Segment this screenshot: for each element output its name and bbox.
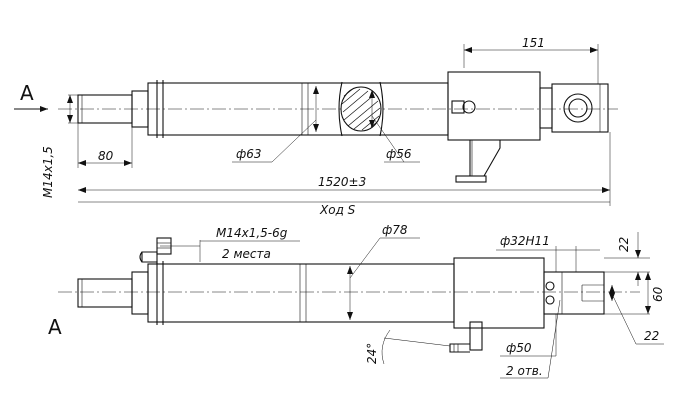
dim-80: 80 (98, 149, 114, 163)
dim-thread-count: 2 места (222, 247, 271, 261)
view-a-label-top: A (20, 81, 34, 105)
dim-angle-24: 24° (365, 343, 379, 364)
dim-d50: ф50 (506, 341, 532, 355)
dim-151: 151 (522, 36, 545, 50)
dim-60: 60 (651, 286, 665, 302)
dim-stroke: Ход S (319, 203, 356, 217)
view-a-label-bottom: A (48, 315, 62, 339)
dim-d56: ф56 (386, 147, 412, 161)
section-cutaway (338, 81, 384, 137)
bottom-view: M14х1,5-6g 2 места ф78 ф32Н11 22 60 22 2… (48, 223, 665, 379)
top-view: 151 80 M14х1,5 ф63 ф56 1520±3 Ход S A (14, 36, 618, 217)
dim-d32: ф32Н11 (500, 234, 550, 248)
dim-22-top: 22 (617, 237, 631, 252)
dim-d78: ф78 (382, 223, 408, 237)
dim-thread-left: M14х1,5 (41, 146, 55, 198)
dim-thread-bottom: M14х1,5-6g (216, 226, 288, 240)
dim-d63: ф63 (236, 147, 262, 161)
dim-holes: 2 отв. (506, 364, 543, 378)
dim-22-bottom: 22 (644, 329, 659, 343)
dim-1520: 1520±3 (318, 175, 366, 189)
